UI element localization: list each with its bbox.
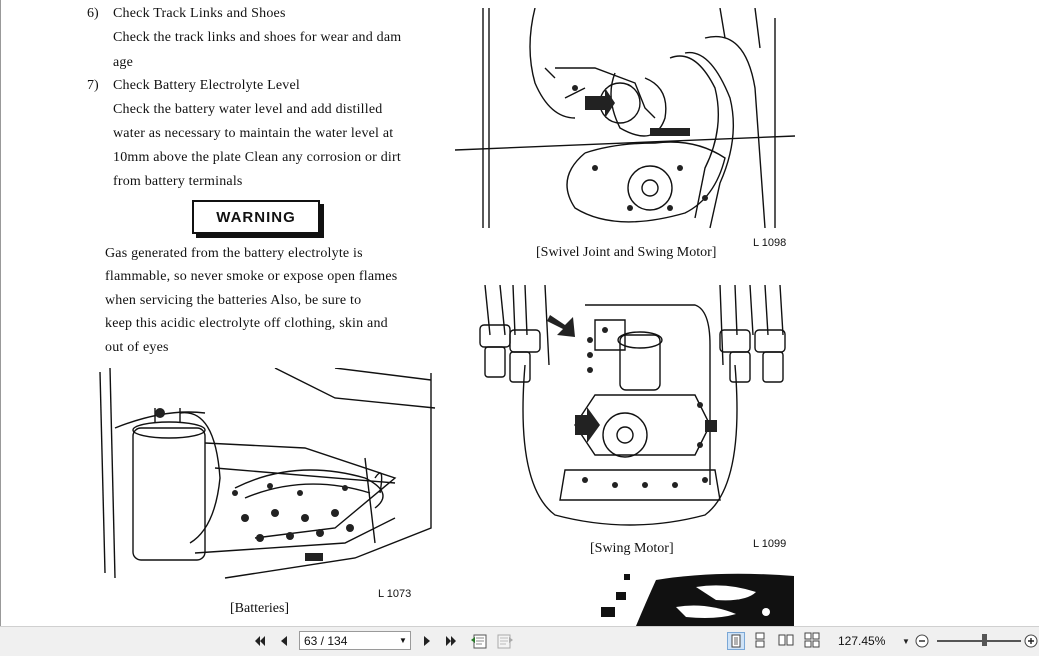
item-7-line-3: 10mm above the plate Clean any corrosion… — [113, 150, 401, 165]
warning-line-3: when servicing the batteries Also, be su… — [105, 293, 362, 308]
item-6-number: 6) — [87, 6, 99, 21]
previous-page-button[interactable] — [274, 631, 294, 651]
zoom-slider-track[interactable] — [937, 640, 1021, 642]
last-page-icon — [446, 636, 456, 646]
document-page: 6) Check Track Links and Shoes Check the… — [0, 0, 795, 626]
batteries-illustration — [99, 368, 436, 579]
swivel-caption: [Swivel Joint and Swing Motor] — [536, 245, 717, 260]
warning-label: WARNING — [192, 200, 320, 234]
zoom-in-button[interactable] — [1024, 631, 1038, 651]
item-7-line-2: water as necessary to maintain the water… — [113, 126, 394, 141]
zoom-out-icon — [915, 634, 929, 648]
swing-motor-figure-id: L 1099 — [753, 538, 787, 550]
zoom-slider-thumb[interactable] — [982, 634, 987, 646]
swivel-joint-illustration — [455, 8, 795, 229]
next-page-button[interactable] — [417, 631, 437, 651]
swivel-figure-id: L 1098 — [753, 237, 787, 249]
warning-line-4: keep this acidic electrolyte off clothin… — [105, 316, 388, 331]
item-7-title: Check Battery Electrolyte Level — [113, 78, 300, 93]
continuous-facing-view-button[interactable] — [804, 632, 822, 650]
item-7-line-1: Check the battery water level and add di… — [113, 102, 383, 117]
swing-motor-caption: [Swing Motor] — [590, 541, 674, 556]
forward-view-icon — [497, 634, 513, 649]
continuous-view-button[interactable] — [752, 632, 770, 650]
zoom-out-button[interactable] — [913, 631, 931, 651]
item-6-line-1: Check the track links and shoes for wear… — [113, 30, 402, 45]
single-page-view-button[interactable] — [727, 632, 745, 650]
continuous-facing-icon — [804, 632, 820, 648]
warning-line-2: flammable, so never smoke or expose open… — [105, 269, 398, 284]
first-page-icon — [255, 636, 265, 646]
zoom-in-icon — [1024, 634, 1038, 648]
batteries-figure-id: L 1073 — [378, 588, 412, 600]
single-page-icon — [731, 634, 741, 648]
viewer-toolbar: 63 / 134 ▼ — [0, 626, 1039, 656]
next-figure-partial — [601, 573, 794, 626]
page-border — [0, 0, 1, 626]
item-6-title: Check Track Links and Shoes — [113, 6, 286, 21]
next-page-icon — [424, 636, 430, 646]
continuous-page-icon — [755, 632, 765, 648]
go-forward-view-button[interactable] — [494, 631, 516, 651]
batteries-caption: [Batteries] — [230, 601, 290, 616]
zoom-dropdown-button[interactable]: ▼ — [900, 631, 912, 651]
swing-motor-illustration — [479, 285, 786, 526]
item-6-line-2: age — [113, 55, 134, 70]
warning-line-5: out of eyes — [105, 340, 169, 355]
warning-line-1: Gas generated from the battery electroly… — [105, 246, 363, 261]
go-back-view-button[interactable] — [468, 631, 490, 651]
previous-page-icon — [281, 636, 287, 646]
page-number-value: 63 / 134 — [304, 633, 348, 648]
item-7-number: 7) — [87, 78, 99, 93]
back-view-icon — [471, 634, 487, 649]
item-7-line-4: from battery terminals — [113, 174, 243, 189]
zoom-level[interactable]: 127.45% — [838, 634, 886, 648]
last-page-button[interactable] — [441, 631, 461, 651]
chevron-down-icon: ▼ — [902, 636, 910, 646]
page-number-select[interactable]: 63 / 134 ▼ — [299, 631, 411, 650]
facing-view-button[interactable] — [778, 632, 796, 650]
first-page-button[interactable] — [250, 631, 270, 651]
chevron-down-icon: ▼ — [399, 636, 407, 645]
facing-pages-icon — [778, 634, 794, 646]
